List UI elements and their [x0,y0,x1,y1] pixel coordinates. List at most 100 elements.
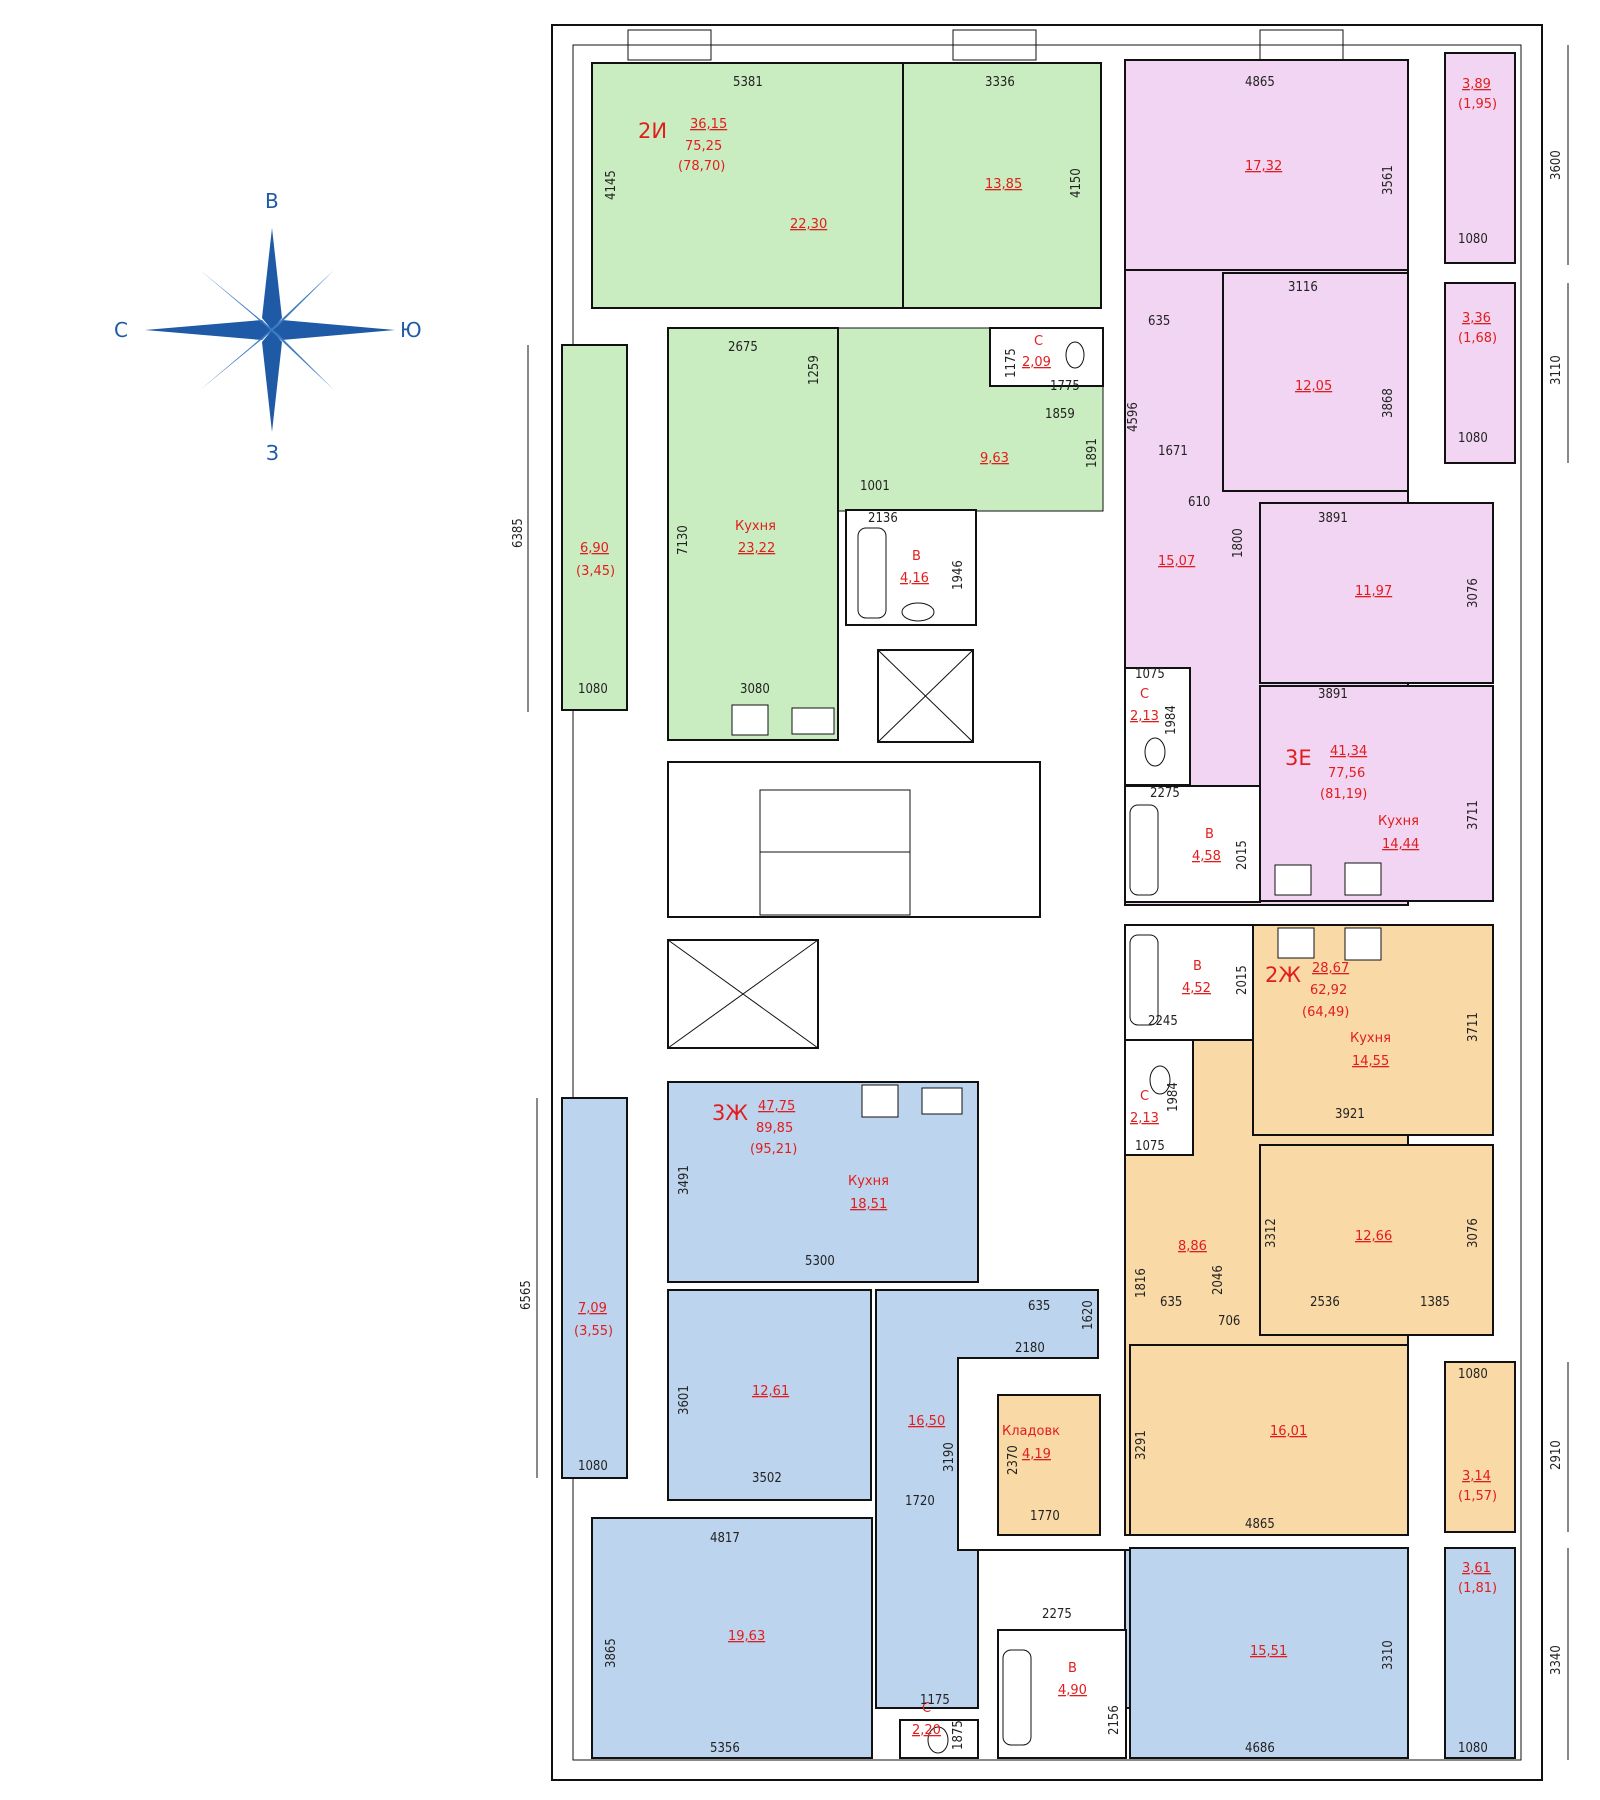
apt-3zh-total-incl: (95,21) [750,1142,797,1157]
dimension: 3076 [1466,1218,1481,1248]
dimension: 3891 [1318,511,1348,526]
dimension: 1075 [1135,1139,1165,1154]
room-name: Кухня [1350,1031,1391,1046]
dimension: 5300 [805,1254,835,1269]
room-area: 11,97 [1355,584,1392,599]
room-name: В [1205,827,1214,842]
kitchen-18-51 [667,1081,979,1283]
room-area: 9,63 [980,451,1009,466]
room-16-01 [1129,1344,1409,1536]
dimension: 5381 [733,75,763,90]
dimension: 706 [1218,1314,1240,1329]
dimension: 3116 [1288,280,1318,295]
stove-icon [861,1084,899,1118]
apt-3zh-total: 89,85 [756,1121,793,1136]
dimension: 2245 [1148,1014,1178,1029]
dimension: 1385 [1420,1295,1450,1310]
dimension: 3340 [1549,1645,1564,1675]
dimension: 1175 [1004,348,1019,378]
room-area: 15,07 [1158,554,1195,569]
apt-2zh-total-incl: (64,49) [1302,1005,1349,1020]
dimension: 1816 [1134,1268,1149,1298]
dimension: 2015 [1235,840,1250,870]
room-area-reduced: (1,95) [1458,97,1497,112]
dimension: 2136 [868,511,898,526]
room-name: Кухня [735,519,776,534]
apt-3e-living: 41,34 [1330,744,1367,759]
dimension: 2015 [1235,965,1250,995]
room-name: С [1140,1089,1149,1104]
compass-rose: В З С Ю [114,189,422,465]
toilet-icon [1065,341,1085,369]
dimension: 2156 [1107,1705,1122,1735]
room-area-reduced: (3,45) [576,564,615,579]
room-labels: 22,30 13,85 Кухня 23,22 9,63 С 2,09 В 4,… [574,77,1497,1738]
room-area: 2,13 [1130,1111,1159,1126]
room-name: С [922,1701,931,1716]
dimension: 1720 [905,1494,935,1509]
dimension: 2275 [1042,1607,1072,1622]
building-outline [551,24,1543,1781]
room-name: Кухня [848,1174,889,1189]
dimension: 5356 [710,1741,740,1756]
dimension: 1080 [1458,431,1488,446]
stove-icon [731,704,769,736]
room-area: 3,89 [1462,77,1491,92]
dimension: 3190 [942,1442,957,1472]
room-area: 15,51 [1250,1644,1287,1659]
bathtub-icon [1129,934,1159,1026]
toilet-icon [927,1726,949,1754]
compass-label-east: Ю [400,318,422,342]
room-area: 14,44 [1382,837,1419,852]
dimension-lines [527,45,1569,1760]
apt-2zh-code: 2Ж [1265,963,1301,987]
dimension: 1080 [1458,1367,1488,1382]
dimension: 2180 [1015,1341,1045,1356]
apartment-2zh [997,924,1516,1536]
balcony-3-61 [1444,1547,1516,1759]
sink-icon [901,602,935,622]
dimension: 635 [1028,1299,1050,1314]
dimension: 3601 [677,1385,692,1415]
storage-4-19 [997,1394,1101,1536]
apartment-3zh [561,1081,1516,1759]
room-12-66 [1259,1144,1494,1336]
dimension: 635 [1160,1295,1182,1310]
room-name: В [1193,959,1202,974]
room-area: 12,66 [1355,1229,1392,1244]
dimension: 4150 [1069,168,1084,198]
bathtub-icon [857,527,887,619]
room-area: 4,52 [1182,981,1211,996]
room-area: 18,51 [850,1197,887,1212]
room-15-51 [1129,1547,1409,1759]
dimension: 1175 [920,1693,950,1708]
kitchen-sink-icon [1277,927,1315,959]
dimension: 4596 [1126,402,1141,432]
room-area: 8,86 [1178,1239,1207,1254]
balcony-7-09 [561,1097,628,1479]
room-area: 12,05 [1295,379,1332,394]
dimension: 1620 [1081,1300,1096,1330]
compass-diag-se [266,326,334,390]
apartment-3e [1124,52,1516,906]
dimension: 3711 [1466,800,1481,830]
stove-icon [1344,862,1382,896]
room-area: 12,61 [752,1384,789,1399]
room-area: 3,14 [1462,1469,1491,1484]
room-name: С [1034,334,1043,349]
room-area: 2,20 [912,1723,941,1738]
dimension: 4686 [1245,1741,1275,1756]
room-area: 3,36 [1462,311,1491,326]
dimension: 1800 [1231,528,1246,558]
dimension: 3921 [1335,1107,1365,1122]
dimension: 3080 [740,682,770,697]
dimension: 4145 [604,170,619,200]
toilet-icon [1149,1065,1171,1095]
room-area: 16,50 [908,1414,945,1429]
room-area-reduced: (1,81) [1458,1581,1497,1596]
apt-2i-living: 36,15 [690,117,727,132]
dimension: 3868 [1381,388,1396,418]
dimension: 3291 [1134,1430,1149,1460]
compass-diag-sw [200,326,278,390]
